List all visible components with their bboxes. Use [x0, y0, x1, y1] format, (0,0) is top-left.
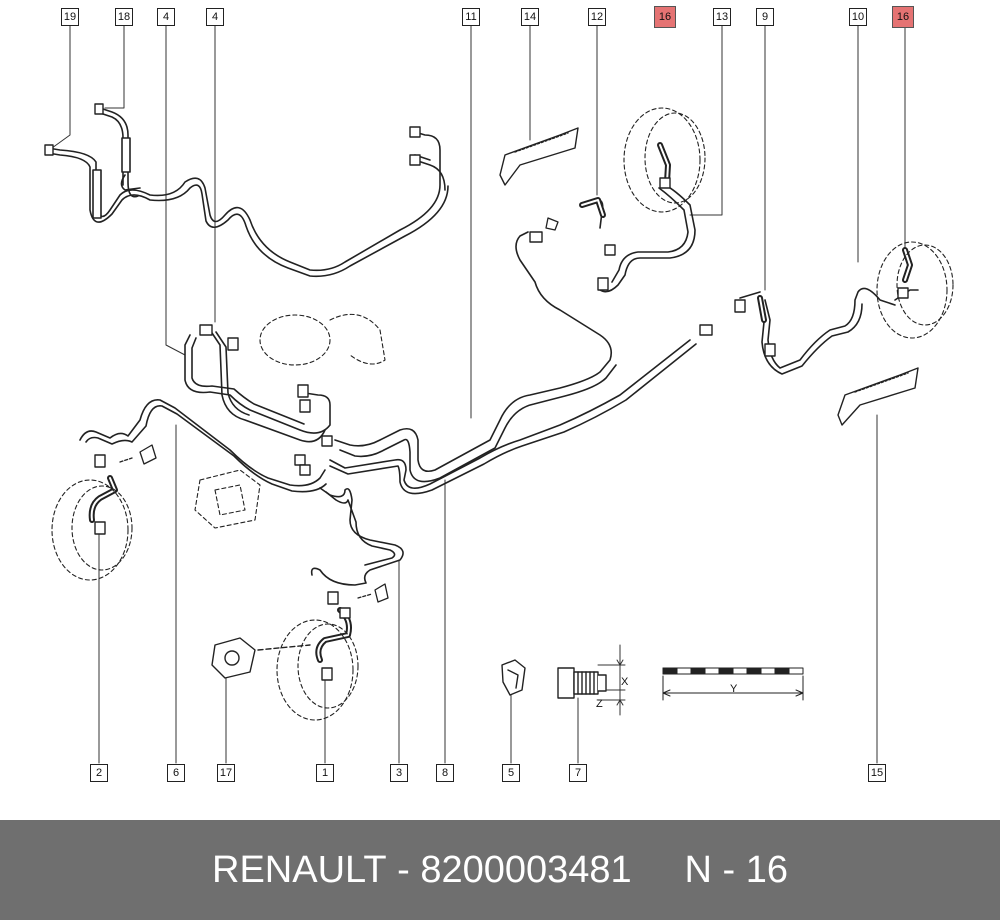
pipe-bundle-middle	[184, 231, 697, 495]
footer-brand: RENAULT	[212, 848, 387, 891]
flexible-hose-cores	[90, 144, 911, 661]
brake-pipe-diagram: 19 18 4 4 11 14 12 16 13 9 10 16 2 6 17 …	[44, 6, 954, 782]
callout-1: 1	[316, 764, 334, 782]
part-5-clip	[501, 659, 526, 696]
pipe-bundle-right	[594, 184, 919, 375]
callout-8: 8	[436, 764, 454, 782]
callout-16-highlighted-b: 16	[892, 6, 914, 28]
callout-13: 13	[713, 8, 731, 26]
callout-4a: 4	[157, 8, 175, 26]
callout-19: 19	[61, 8, 79, 26]
callout-15: 15	[868, 764, 886, 782]
callout-4b: 4	[206, 8, 224, 26]
callout-10: 10	[849, 8, 867, 26]
callout-6: 6	[167, 764, 185, 782]
footer-banner: RENAULT - 8200003481 N - 16	[0, 820, 1000, 920]
footer-part-number: 8200003481	[420, 848, 632, 891]
y-ruler	[662, 667, 804, 701]
callout-14: 14	[521, 8, 539, 26]
diagram-drawing	[44, 25, 954, 764]
callout-5: 5	[502, 764, 520, 782]
clips	[119, 217, 559, 603]
part-17-junction	[211, 637, 311, 679]
pipe-bundle-lower	[79, 399, 404, 586]
dimension-x-label: X	[621, 676, 629, 688]
pipe-bundle-upper-left	[47, 107, 449, 278]
leader-lines	[51, 25, 906, 764]
dimension-z-label: Z	[596, 698, 603, 710]
callout-7: 7	[569, 764, 587, 782]
callout-2: 2	[90, 764, 108, 782]
callout-9: 9	[756, 8, 774, 26]
callout-12: 12	[588, 8, 606, 26]
callout-3: 3	[390, 764, 408, 782]
callout-16-highlighted-a: 16	[654, 6, 676, 28]
flexible-hoses	[88, 142, 913, 663]
fittings	[44, 103, 909, 681]
dimension-y-label: Y	[730, 683, 738, 695]
callout-11: 11	[462, 8, 480, 26]
wheel-outlines	[51, 107, 954, 721]
callout-17: 17	[217, 764, 235, 782]
footer-page-code: N - 16	[684, 848, 788, 891]
callout-18: 18	[115, 8, 133, 26]
part-7-union	[557, 667, 607, 699]
footer-separator: -	[397, 848, 410, 891]
heat-shields	[499, 127, 919, 426]
dimension-lines	[597, 644, 626, 716]
